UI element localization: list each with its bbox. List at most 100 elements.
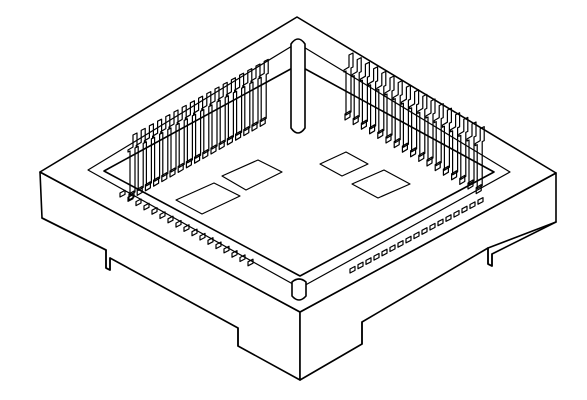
contact-tail <box>434 161 441 172</box>
contact-pin <box>365 257 372 265</box>
contact-pin <box>231 250 238 258</box>
notch-right-rear <box>487 247 493 267</box>
notch-left-rear <box>105 249 111 271</box>
contact-tail <box>442 165 449 176</box>
contact-pin <box>250 63 261 127</box>
contact-tail <box>418 151 425 162</box>
contact-pin <box>343 52 354 116</box>
contact-pin <box>207 237 214 245</box>
contact-pin <box>160 114 171 178</box>
contact-pin <box>242 68 253 132</box>
contact-tail <box>235 130 242 141</box>
contact-pin <box>441 107 452 171</box>
contact-tail <box>451 170 458 181</box>
contact-pin <box>421 227 428 235</box>
contact-pin <box>201 91 212 155</box>
pad-right-2 <box>351 169 411 199</box>
contact-tail <box>243 126 250 137</box>
contact-pin <box>425 98 436 162</box>
contact-pin <box>458 116 469 180</box>
contact-pin <box>359 61 370 125</box>
contact-pin <box>477 197 484 205</box>
contact-pin <box>135 198 142 207</box>
contact-pin <box>183 224 190 232</box>
contact-pin <box>453 209 460 218</box>
key-posts <box>290 38 307 301</box>
contact-tail <box>169 167 176 178</box>
contact-pin <box>429 222 436 231</box>
contact-pin <box>392 80 403 144</box>
contact-pin <box>176 104 187 168</box>
contact-tail <box>194 153 201 164</box>
contact-pin <box>397 240 404 248</box>
pad-left-2 <box>221 159 283 191</box>
contact-tail <box>210 144 217 155</box>
contact-pin <box>405 235 412 244</box>
contact-pin <box>184 100 195 164</box>
contact-pin <box>127 132 138 196</box>
key-post-rear <box>290 38 306 134</box>
contact-pin <box>215 241 222 250</box>
contact-pin <box>127 194 134 202</box>
contact-tail <box>410 147 417 158</box>
contact-tail <box>202 149 209 160</box>
contact-pin <box>376 70 387 134</box>
contact-row-upper-left <box>127 58 269 201</box>
contact-tail <box>344 110 351 121</box>
contact-pin <box>466 121 477 185</box>
pad-right-1 <box>319 151 369 177</box>
contact-pin <box>234 72 245 136</box>
contact-pin <box>225 77 236 141</box>
contact-tail <box>352 115 359 126</box>
contact-pin <box>357 261 364 270</box>
contact-pin <box>384 75 395 139</box>
contact-tail <box>369 124 376 135</box>
contact-tail <box>144 181 151 192</box>
contact-tail <box>385 133 392 144</box>
contact-pin <box>247 258 254 267</box>
contact-pin <box>193 95 204 159</box>
contact-tail <box>177 162 184 173</box>
contact-pin <box>389 244 396 253</box>
contact-pin <box>199 232 206 241</box>
contact-tail <box>459 174 466 185</box>
base-edge-right <box>487 221 557 249</box>
contact-pin <box>450 112 461 176</box>
contact-pin <box>167 215 174 224</box>
contact-pin <box>239 254 246 263</box>
contact-tail <box>426 156 433 167</box>
key-post-front <box>291 278 307 301</box>
contact-tail <box>161 172 168 183</box>
contact-tail <box>475 184 482 195</box>
contact-pin <box>135 127 146 191</box>
contact-pin <box>417 93 428 157</box>
contact-pin <box>373 252 380 261</box>
socket-body <box>39 16 557 381</box>
contact-row-upper-right <box>343 52 485 195</box>
contact-tail <box>218 139 225 150</box>
contact-pin <box>409 89 420 153</box>
contact-pin <box>400 84 411 148</box>
contact-pin <box>175 219 182 228</box>
contact-pin <box>151 207 158 215</box>
contact-row-lower-right <box>349 197 484 274</box>
contact-pin <box>143 123 154 187</box>
contact-tail <box>136 185 143 196</box>
contact-pin <box>152 118 163 182</box>
mounting-notches <box>105 247 493 347</box>
contact-pin <box>217 81 228 145</box>
contact-tail <box>153 176 160 187</box>
contact-pin <box>413 231 420 240</box>
contact-pin <box>168 109 179 173</box>
contact-pin <box>351 57 362 121</box>
contact-pin <box>381 248 388 257</box>
contact-tail <box>259 116 266 127</box>
contact-pin <box>143 202 150 211</box>
contact-tail <box>251 121 258 132</box>
contact-pin <box>119 189 126 198</box>
contact-pin <box>258 58 269 122</box>
contact-pin <box>474 126 485 190</box>
contact-tail <box>401 142 408 153</box>
contact-tail <box>128 190 135 201</box>
